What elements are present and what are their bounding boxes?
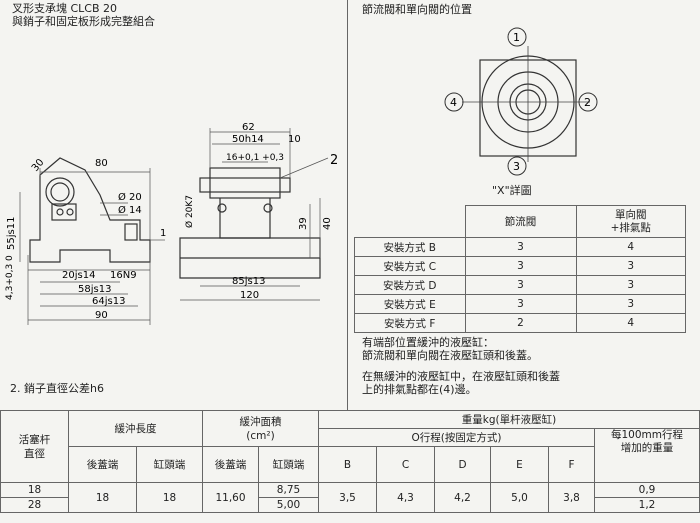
cell-per100: 1,2 (594, 497, 700, 513)
dim-50: 50h14 (232, 134, 264, 145)
position-1: 1 (513, 31, 520, 44)
hdr-weight: 重量kg(單杆液壓缸) (318, 410, 700, 429)
hdr-mount-f: F (548, 446, 595, 483)
weight-table: 活塞杆 直徑 緩沖長度 緩沖面積 (cm²) 重量kg(單杆液壓缸) O行程(按… (0, 410, 700, 513)
hdr-per-100mm: 每100mm行程 增加的重量 (594, 428, 700, 483)
cell-len-head: 18 (136, 482, 203, 513)
cell-weight-d: 4,2 (434, 482, 491, 513)
dim-120: 120 (240, 290, 259, 301)
dim-90: 90 (95, 310, 108, 321)
dim-o20: Ø 20 (118, 191, 142, 203)
dim-62: 62 (242, 122, 255, 133)
detail-x-label: "X"詳圖 (492, 184, 532, 197)
dim-80: 80 (95, 158, 108, 169)
table-row: 18 18 18 11,60 8,75 3,5 4,3 4,2 5,0 3,8 … (0, 482, 700, 513)
cell-weight-f: 3,8 (548, 482, 595, 513)
hdr-cushion-area: 緩沖面積 (cm²) (202, 410, 319, 447)
mount-header-blank (354, 205, 465, 238)
column-divider (347, 0, 348, 410)
position-4: 4 (450, 96, 457, 109)
dim-o14: Ø 14 (118, 204, 142, 216)
callout-2: 2 (330, 153, 338, 168)
dim-55: 55js11 (6, 217, 17, 250)
hdr-mount-c: C (376, 446, 435, 483)
dim-1: 1 (160, 228, 166, 239)
cell-weight-b: 3,5 (318, 482, 377, 513)
cell-diameter: 28 (0, 497, 69, 513)
note-line2: 節流閥和單向閥在液壓缸頭和後蓋。 (362, 349, 538, 362)
mount-header-throttle: 節流閥 (464, 205, 577, 238)
dim-64: 64js13 (92, 296, 125, 307)
cell-len-rear: 18 (68, 482, 137, 513)
valve-position-diagram: 1 2 3 4 (444, 27, 598, 176)
cell-per100: 0,9 (594, 482, 700, 498)
mount-header-check: 單向閥 +排氣點 (575, 205, 686, 238)
cell-diameter: 18 (0, 482, 69, 498)
cell-area-head: 8,75 (258, 482, 319, 498)
note-line1: 有端部位置緩沖的液壓缸： (362, 336, 494, 349)
hdr-mount-d: D (434, 446, 491, 483)
dim-o20k7: Ø 20K7 (184, 195, 195, 228)
dim-40: 40 (322, 217, 333, 230)
note-line3: 在無緩沖的液壓缸中，在液壓缸頭和後蓋 (362, 370, 560, 383)
dim-43: 4,3+0,3 0 (5, 255, 15, 300)
valve-position-title: 節流閥和單向閥的位置 (362, 3, 472, 16)
title-line2: 與銷子和固定板形成完整組合 (12, 15, 155, 28)
dim-58: 58js13 (78, 284, 111, 295)
hdr-stroke-zero: O行程(按固定方式) (318, 428, 595, 447)
dim-10: 10 (288, 134, 301, 145)
position-3: 3 (513, 160, 520, 173)
hdr-mount-e: E (490, 446, 549, 483)
clevis-front-view-drawing: 62 50h14 10 16+0,1 +0,3 Ø 20K7 2 39 40 8… (179, 122, 338, 301)
note-line4: 上的排氣點都在(4)邊。 (362, 383, 477, 396)
dim-39: 39 (298, 217, 309, 230)
cell-weight-c: 4,3 (376, 482, 435, 513)
clevis-side-view-drawing: 80 30 Ø 20 Ø 14 55js11 1 4,3+0,3 0 20js1… (5, 157, 166, 325)
hdr-mount-b: B (318, 446, 377, 483)
hdr-area-head: 缸頭端 (258, 446, 319, 483)
cell-area-rear: 11,60 (202, 482, 259, 513)
hdr-piston-diameter: 活塞杆 直徑 (0, 410, 69, 483)
hdr-len-head: 缸頭端 (136, 446, 203, 483)
title-line1: 叉形支承塊 CLCB 20 (12, 2, 118, 15)
table-row: 28 5,00 1,2 (0, 497, 700, 513)
cell-weight-e: 5,0 (490, 482, 549, 513)
hdr-len-rear: 後蓋端 (68, 446, 137, 483)
dim-16-tol: 16+0,1 +0,3 (226, 153, 284, 163)
cell-area-head: 5,00 (258, 497, 319, 513)
hdr-area-rear: 後蓋端 (202, 446, 259, 483)
dim-20: 20js14 (62, 270, 95, 281)
hdr-cushion-length: 緩沖長度 (68, 410, 203, 447)
position-2: 2 (584, 96, 591, 109)
dim-85: 85js13 (232, 276, 265, 287)
dim-16: 16N9 (110, 270, 137, 281)
pin-tolerance-note: 2. 銷子直徑公差h6 (10, 382, 104, 395)
